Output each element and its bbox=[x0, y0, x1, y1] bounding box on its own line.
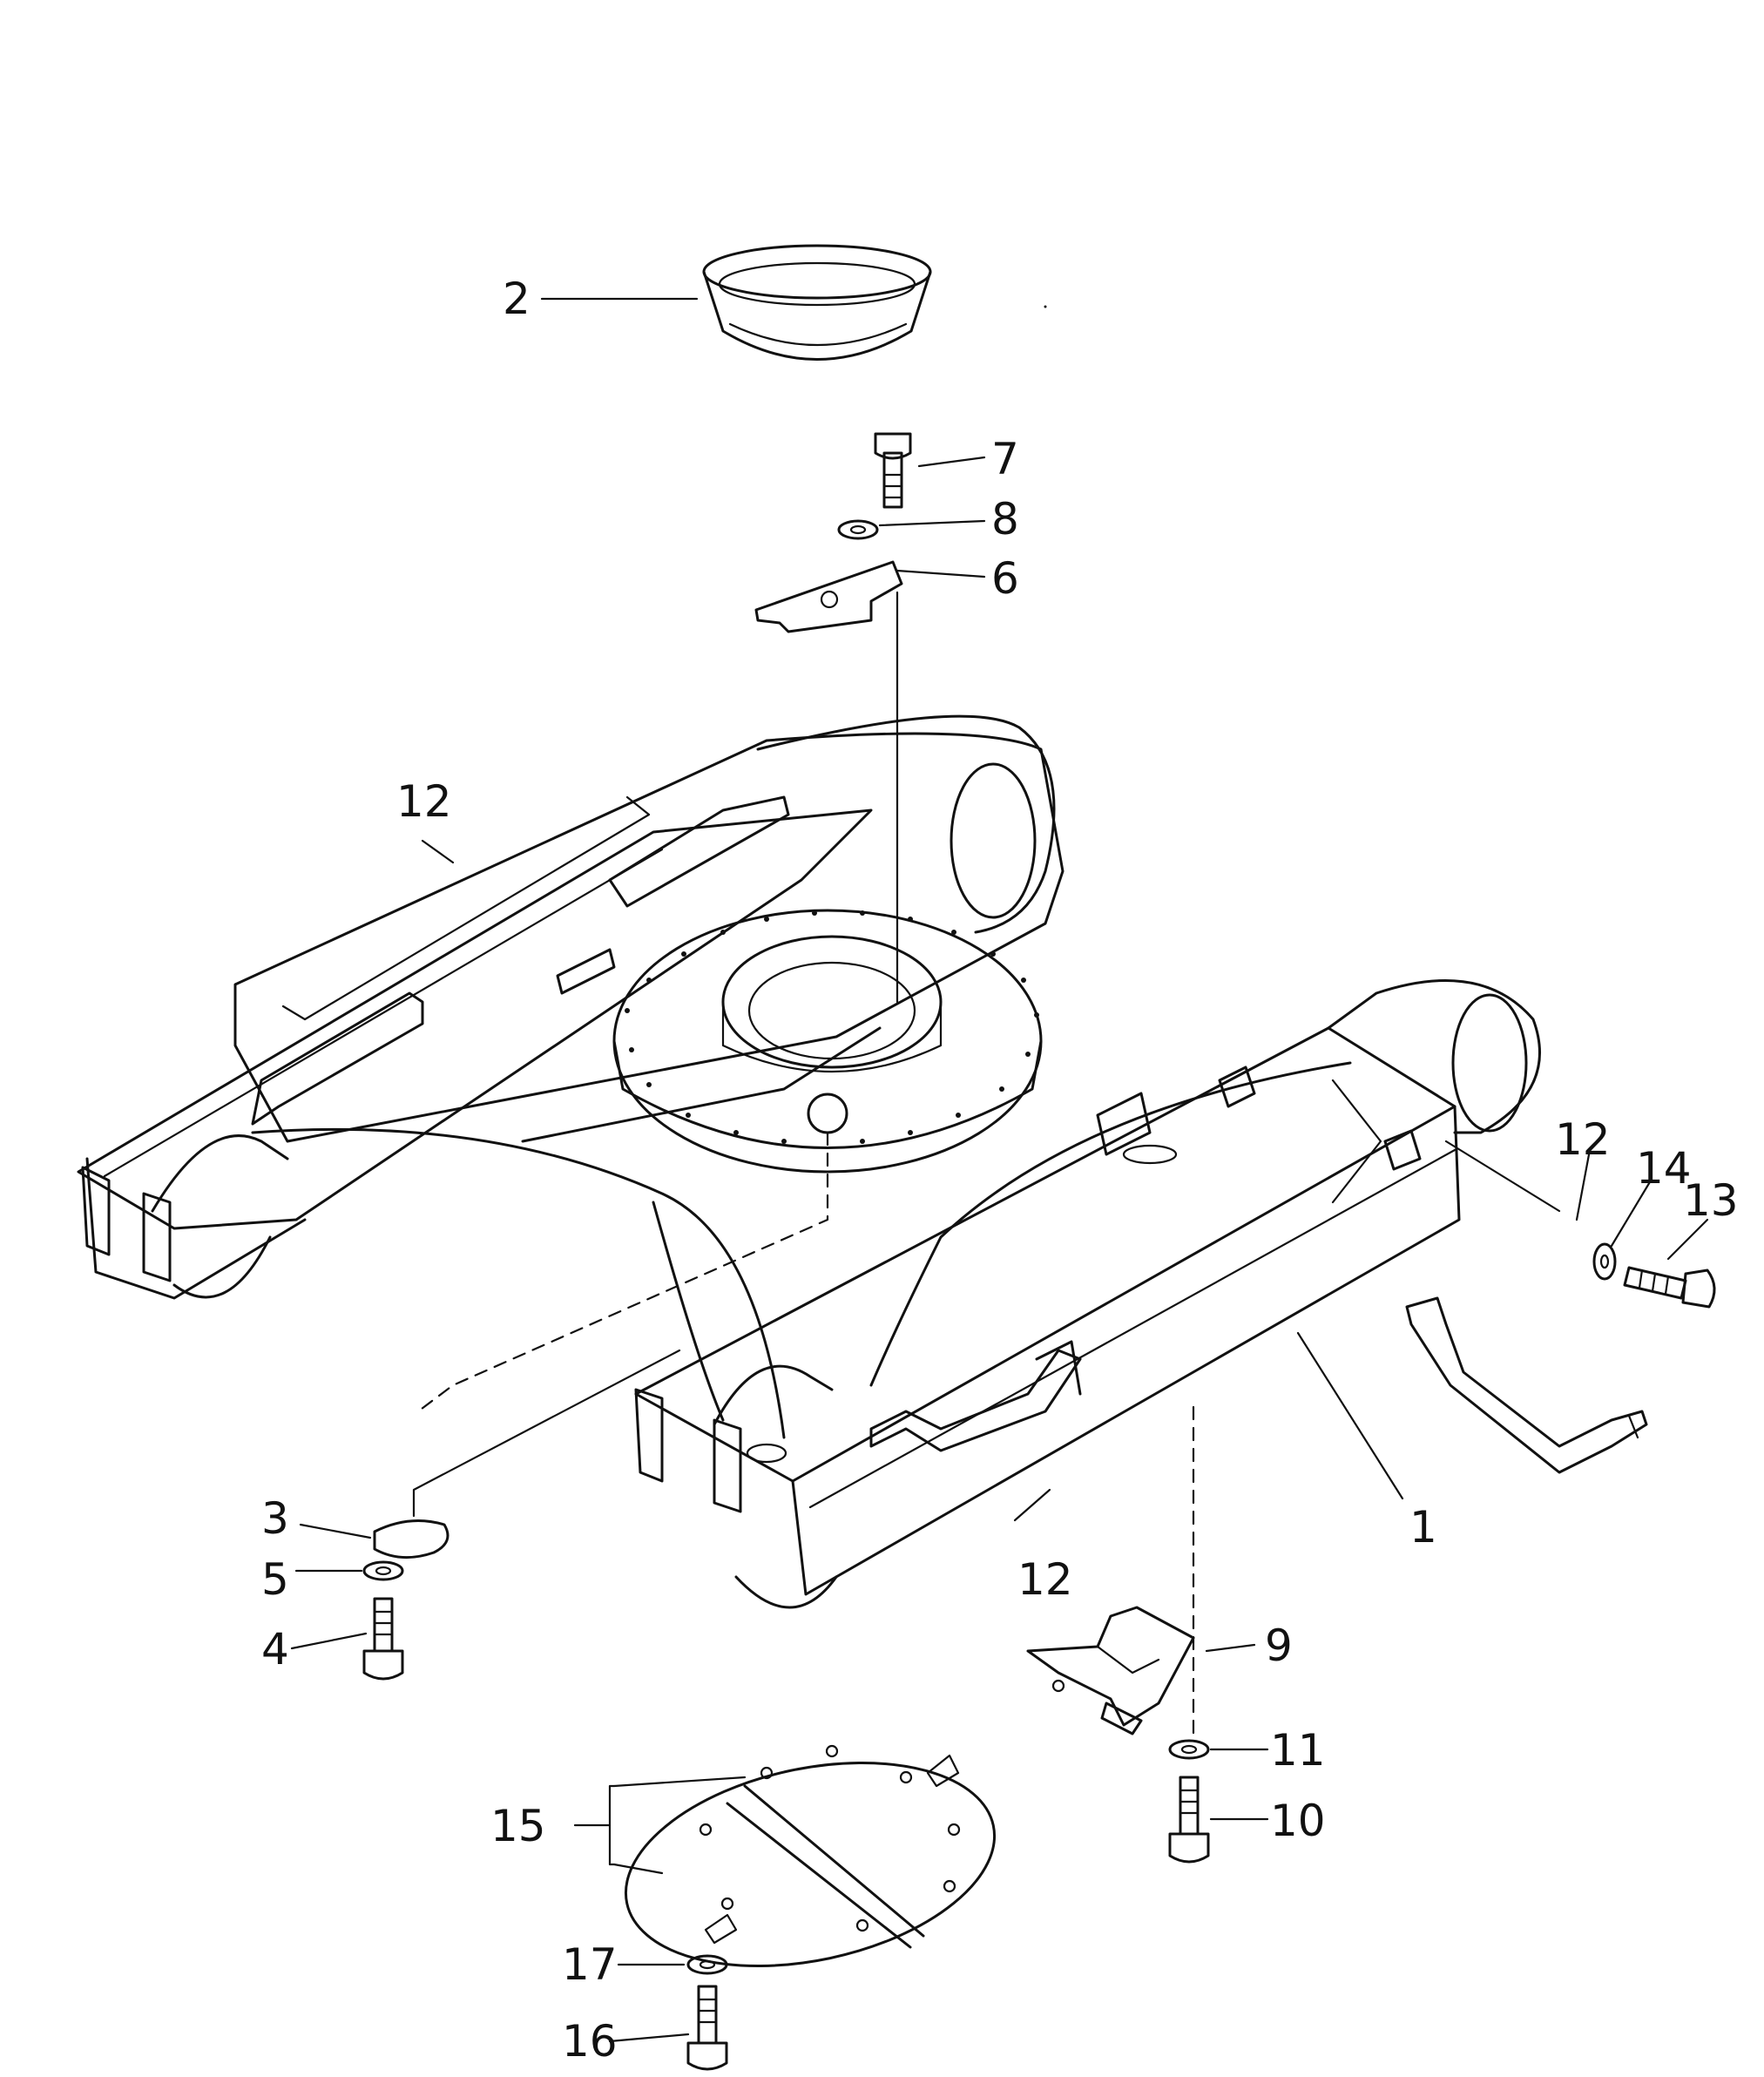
part-3-cover bbox=[373, 1519, 449, 1559]
callout-3: 3 bbox=[261, 1493, 289, 1544]
part-2-seal-ring bbox=[702, 244, 932, 361]
part-15-bracket-line bbox=[573, 1784, 616, 1866]
callout-5: 5 bbox=[261, 1554, 289, 1605]
leader-lines bbox=[290, 297, 1709, 2043]
part-5-washer bbox=[362, 1560, 404, 1581]
part-9-bracket bbox=[1026, 1606, 1195, 1735]
callout-12-right: 12 bbox=[1555, 1114, 1611, 1165]
callout-13: 13 bbox=[1683, 1175, 1739, 1226]
callout-8: 8 bbox=[991, 494, 1019, 545]
callout-11: 11 bbox=[1270, 1725, 1326, 1776]
swing-circle-bolt-holes bbox=[625, 910, 1039, 1144]
callout-4: 4 bbox=[261, 1624, 289, 1674]
part-12-clamp-right bbox=[1405, 1296, 1648, 1474]
part-8-washer bbox=[837, 519, 879, 540]
callout-16: 16 bbox=[562, 2016, 618, 2067]
part-11-washer bbox=[1168, 1739, 1210, 1760]
callout-17: 17 bbox=[562, 1939, 618, 1990]
part-10-bolt bbox=[1168, 1776, 1210, 1864]
callout-12-left: 12 bbox=[396, 776, 452, 827]
part-15-round-cover bbox=[624, 1744, 997, 1968]
part-15-leader-line bbox=[612, 1776, 747, 1875]
stray-dot bbox=[1044, 305, 1047, 308]
part-16-bolt bbox=[686, 1985, 728, 2071]
part-7-bolt bbox=[874, 432, 912, 509]
callout-9: 9 bbox=[1265, 1620, 1293, 1671]
callout-6: 6 bbox=[991, 553, 1019, 604]
part-12-left-bracket-line bbox=[281, 795, 651, 1021]
part-3-leader-line bbox=[412, 1349, 681, 1518]
part-6-plate bbox=[754, 560, 903, 633]
callout-1: 1 bbox=[1409, 1502, 1437, 1553]
part-1-track-frame bbox=[77, 714, 1541, 1609]
callout-2: 2 bbox=[503, 274, 531, 324]
callout-10: 10 bbox=[1270, 1796, 1326, 1846]
callout-labels: 1 2 3 4 5 6 7 8 9 10 11 12 12 12 13 14 1… bbox=[261, 274, 1739, 2067]
callout-7: 7 bbox=[991, 434, 1019, 484]
part-14-washer bbox=[1592, 1242, 1617, 1281]
part-13-bolt bbox=[1623, 1266, 1716, 1309]
callout-12-bottom: 12 bbox=[1017, 1554, 1073, 1605]
part-12-left-leader bbox=[421, 839, 455, 864]
callout-15: 15 bbox=[490, 1801, 546, 1851]
part-4-bolt bbox=[362, 1597, 404, 1681]
callout-14: 14 bbox=[1636, 1143, 1692, 1194]
part-17-washer bbox=[686, 1954, 728, 1975]
part-12-clamp-right-leader bbox=[1444, 1140, 1561, 1213]
